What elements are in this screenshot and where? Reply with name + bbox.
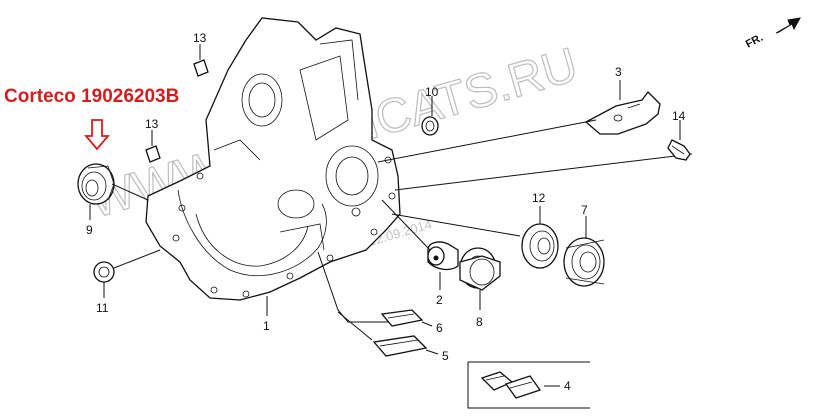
label-part-12: 12 (532, 191, 546, 205)
label-part-11: 11 (96, 301, 109, 315)
label-part-7: 7 (581, 203, 588, 217)
part-10-seal (421, 116, 439, 136)
label-part-5: 5 (442, 349, 449, 363)
front-direction-label: FR. (744, 32, 765, 51)
arrow-right-icon (775, 17, 801, 34)
label-part-13-upper: 13 (193, 31, 207, 45)
callout-arrow-icon (84, 119, 110, 151)
part-7-bearing (563, 237, 605, 287)
part-11-seal (93, 261, 115, 283)
label-part-3: 3 (615, 65, 622, 79)
callout-label: Corteco 19026203B (4, 86, 180, 107)
label-part-8: 8 (476, 315, 483, 329)
label-part-10: 10 (425, 85, 439, 99)
label-part-2: 2 (436, 293, 443, 307)
label-part-1: 1 (263, 319, 270, 333)
transmission-housing (145, 17, 401, 301)
label-part-9: 9 (86, 223, 93, 237)
part-14-bolt (667, 139, 691, 161)
part-4-kit-box (467, 361, 590, 409)
label-part-14: 14 (672, 109, 686, 123)
part-13-upper-dowel (193, 59, 209, 77)
part-3-bracket (584, 91, 661, 135)
part-6-magnet-plate (380, 309, 424, 327)
label-part-4: 4 (564, 379, 571, 393)
part-8-bearing (459, 247, 501, 291)
part-9-oil-seal (77, 163, 115, 205)
part-13-lower-dowel (145, 145, 161, 163)
part-5-plate (372, 335, 428, 357)
label-part-13-lower: 13 (145, 117, 159, 131)
front-direction-indicator: FR. (744, 17, 801, 51)
label-part-6: 6 (436, 321, 443, 335)
part-12-seal (521, 223, 559, 269)
part-2-cap (427, 241, 459, 271)
